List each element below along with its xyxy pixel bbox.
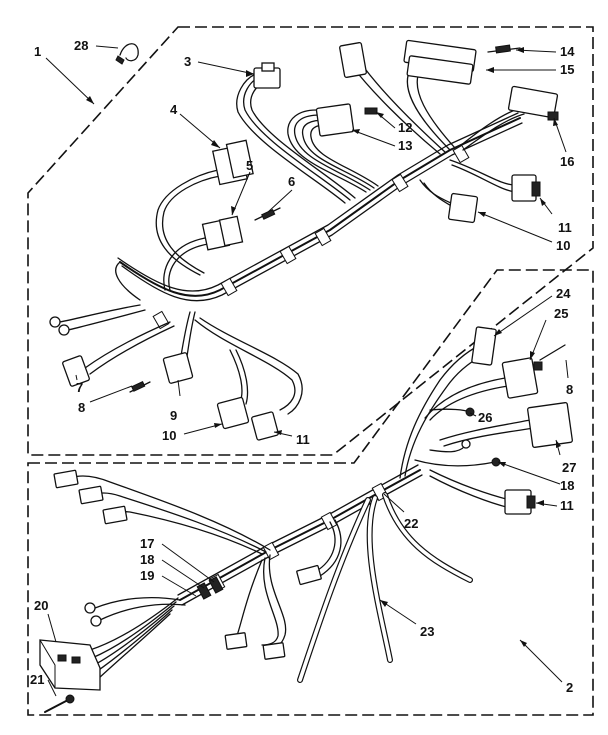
callout-12: 12 — [398, 120, 412, 135]
callout-20: 20 — [34, 598, 48, 613]
callout-19: 19 — [140, 568, 154, 583]
callout-11-upper: 11 — [558, 220, 572, 235]
callout-8-upper: 8 — [78, 400, 85, 415]
callout-16: 16 — [560, 154, 574, 169]
callout-labels: 1 2 3 4 5 6 7 8 8 9 10 10 11 11 11 12 13… — [30, 38, 576, 695]
callout-2: 2 — [566, 680, 573, 695]
callout-5: 5 — [246, 158, 253, 173]
callout-9: 9 — [170, 408, 177, 423]
callout-4: 4 — [170, 102, 178, 117]
callout-14: 14 — [560, 44, 575, 59]
callout-17: 17 — [140, 536, 154, 551]
callout-8-lower: 8 — [566, 382, 573, 397]
callout-27: 27 — [562, 460, 576, 475]
callout-1: 1 — [34, 44, 41, 59]
callout-28: 28 — [74, 38, 88, 53]
callout-24: 24 — [556, 286, 571, 301]
callout-11-middle: 11 — [296, 432, 310, 447]
callout-10-upper: 10 — [556, 238, 570, 253]
callout-11-lower: 11 — [560, 498, 574, 513]
callout-7: 7 — [76, 380, 83, 395]
callout-18-left: 18 — [140, 552, 154, 567]
callout-15: 15 — [560, 62, 574, 77]
callout-21: 21 — [30, 672, 44, 687]
callout-23: 23 — [420, 624, 434, 639]
callout-22: 22 — [404, 516, 418, 531]
upper-harness-assembly — [49, 39, 559, 441]
callout-26: 26 — [478, 410, 492, 425]
callout-3: 3 — [184, 54, 191, 69]
callout-25: 25 — [554, 306, 568, 321]
leader-lines — [45, 45, 569, 697]
lower-harness-frame — [27, 269, 594, 716]
callout-10-lower: 10 — [162, 428, 176, 443]
callout-6: 6 — [288, 174, 295, 189]
lower-harness-assembly — [39, 326, 573, 713]
part-28-clip — [115, 43, 139, 65]
callout-18-right: 18 — [560, 478, 574, 493]
upper-harness-frame — [27, 26, 594, 456]
callout-13: 13 — [398, 138, 412, 153]
